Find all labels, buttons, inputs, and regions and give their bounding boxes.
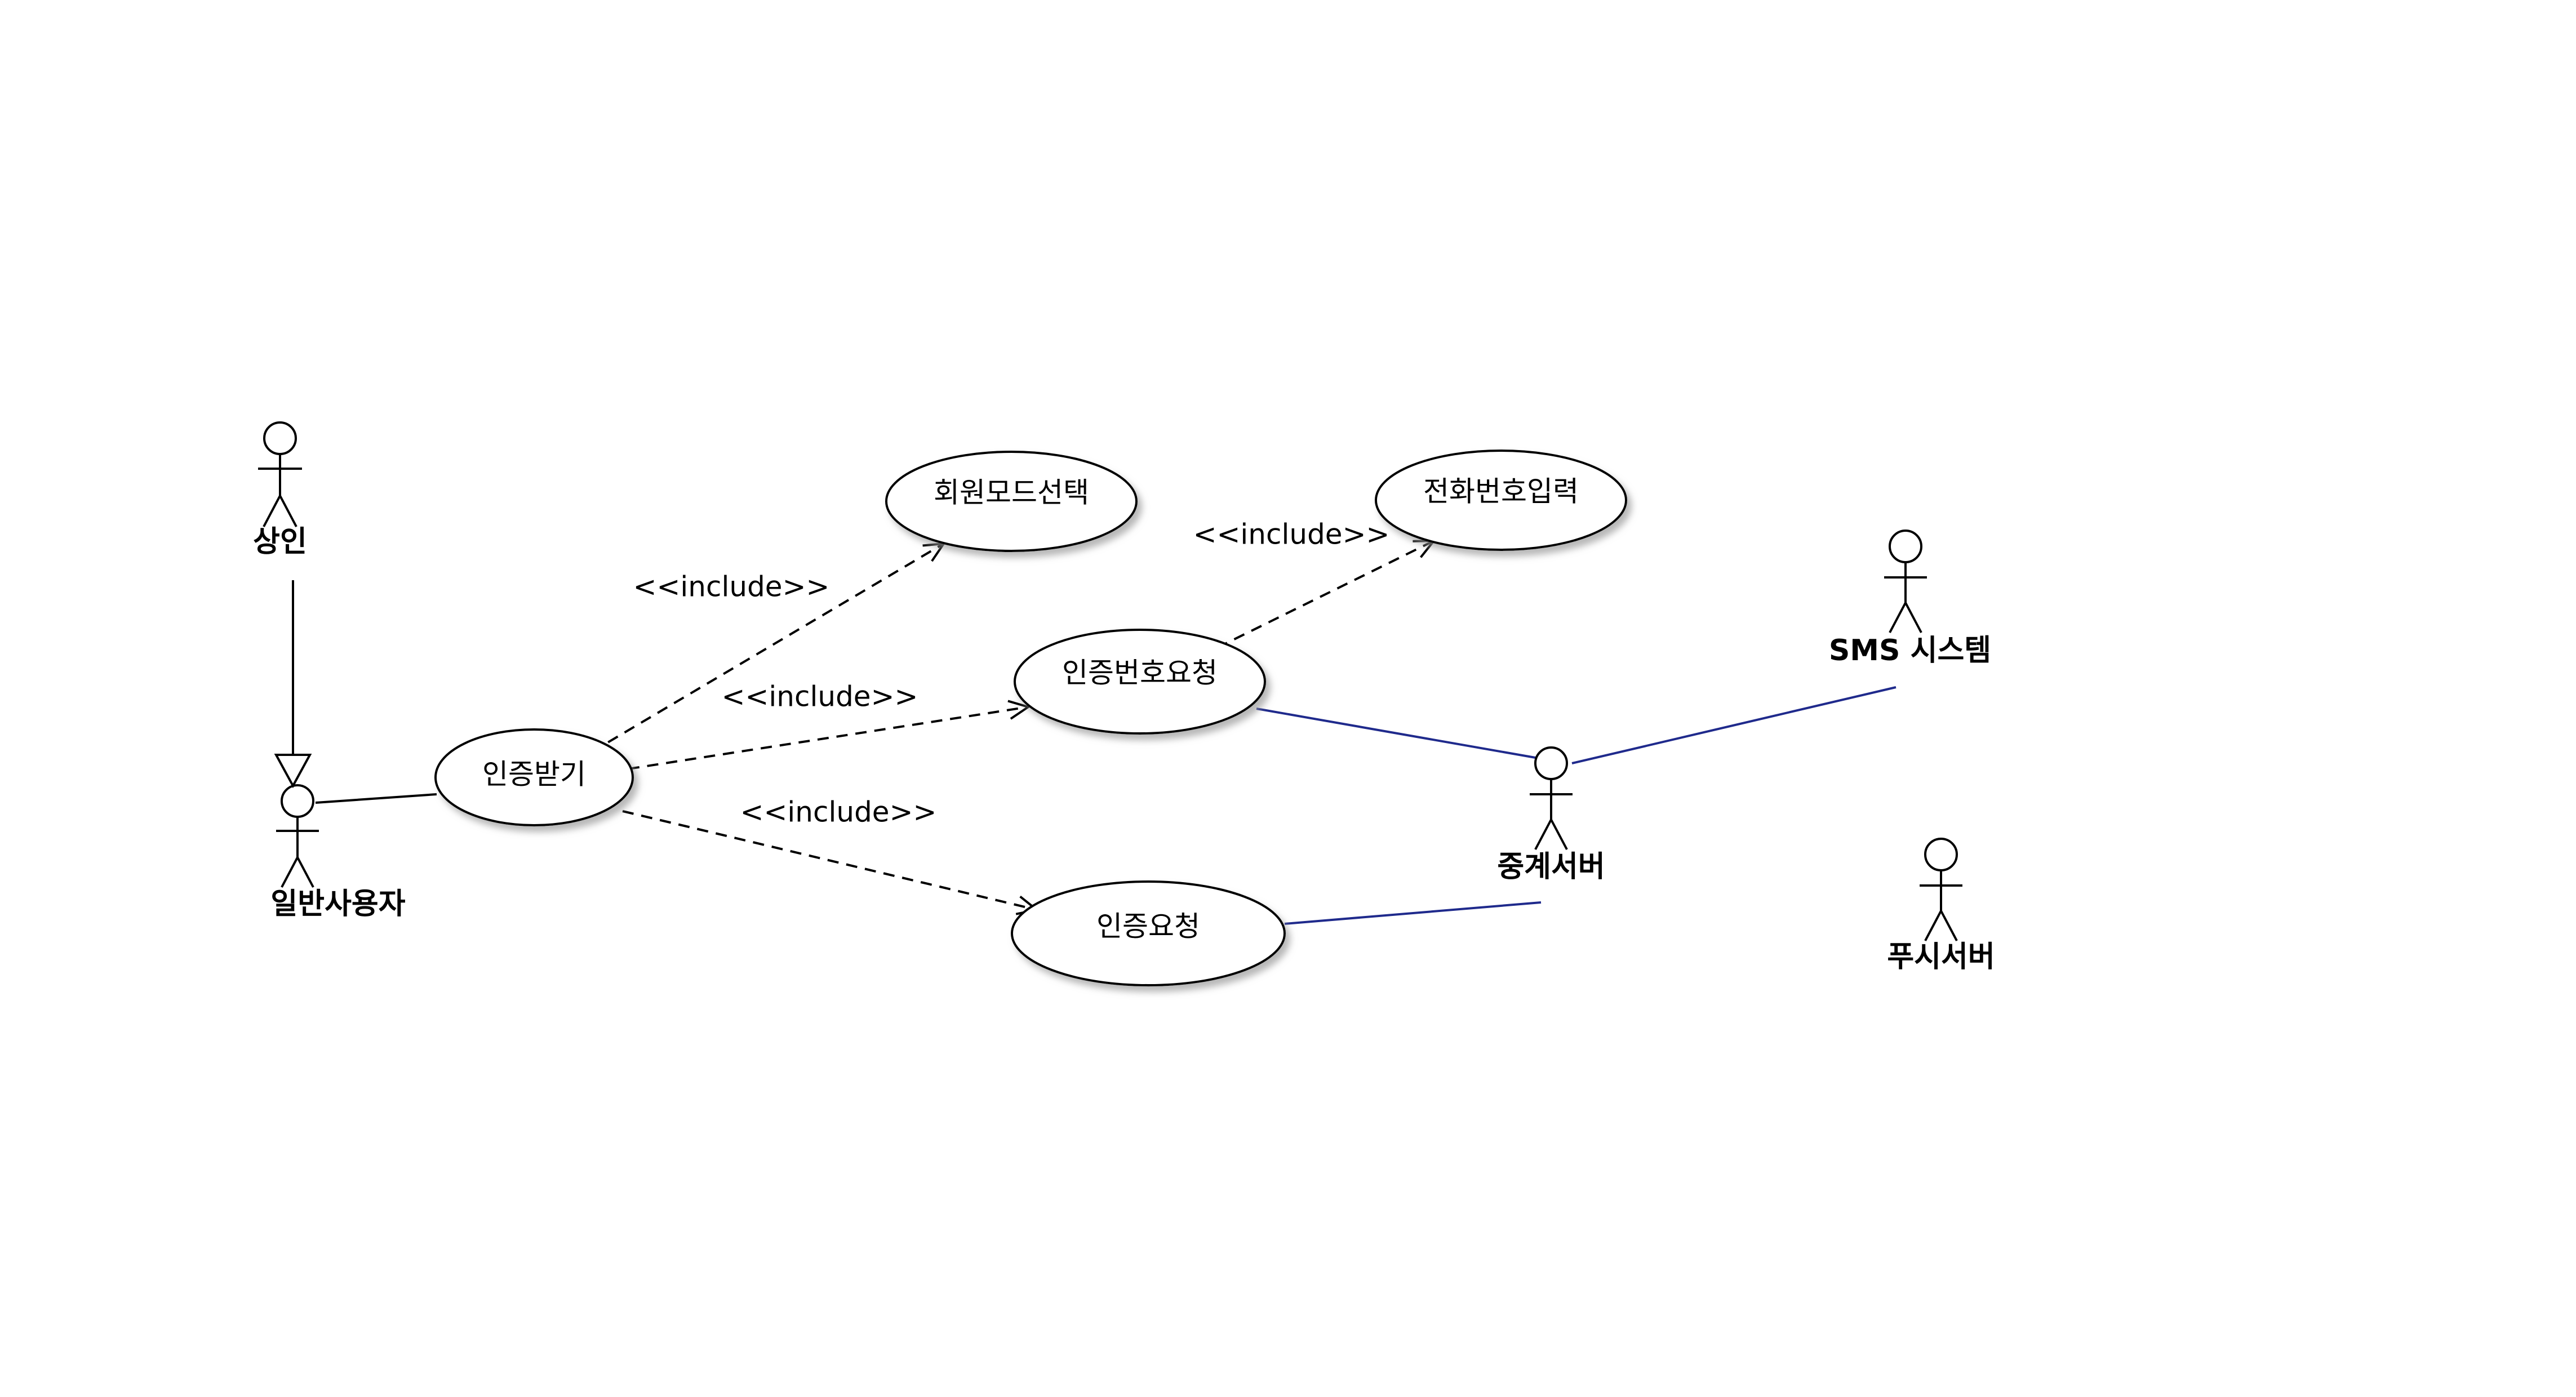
use-case-label: 인증요청 <box>1096 910 1200 943</box>
stick-figure-icon <box>258 421 302 527</box>
actor-label: 상인 <box>253 525 307 559</box>
include-label-auth-number-request: <<include>> <box>722 680 918 713</box>
include-to-auth-request <box>622 810 1037 910</box>
actor-relay-server[interactable]: 중계서버 <box>1497 746 1605 884</box>
actor-label: 푸시서버 <box>1887 940 1995 974</box>
use-case-member-mode-select[interactable]: 회원모드선택 <box>885 451 1138 552</box>
actor-label: 일반사용자 <box>270 887 405 921</box>
actor-push-server[interactable]: 푸시서버 <box>1887 838 1995 974</box>
stick-figure-icon <box>1884 530 1927 633</box>
association-user-authenticate <box>315 793 437 804</box>
use-case-authenticate[interactable]: 인증받기 <box>434 728 634 826</box>
include-to-member-mode <box>590 544 944 753</box>
association-auth-request-relay <box>1284 901 1542 925</box>
use-case-label: 인증받기 <box>482 758 586 791</box>
include-to-phone-input <box>1216 541 1434 649</box>
use-case-auth-number-request[interactable]: 인증번호요청 <box>1014 629 1266 735</box>
generalization-arrow <box>274 580 312 789</box>
use-case-label: 인증번호요청 <box>1062 657 1218 689</box>
stick-figure-icon <box>1920 838 1962 941</box>
actor-sms-system[interactable]: SMS 시스템 <box>1829 530 1991 668</box>
use-case-label: 회원모드선택 <box>934 477 1089 509</box>
use-case-label: 전화번호입력 <box>1423 475 1579 508</box>
actor-label: SMS 시스템 <box>1829 634 1991 668</box>
include-label-phone-input: <<include>> <box>1193 518 1390 551</box>
stick-figure-icon <box>1530 746 1573 850</box>
use-case-phone-input[interactable]: 전화번호입력 <box>1375 450 1627 551</box>
actor-general-user[interactable]: 일반사용자 <box>270 784 406 921</box>
include-to-auth-number-request <box>628 707 1028 770</box>
actor-label: 중계서버 <box>1497 850 1605 884</box>
stick-figure-icon <box>276 784 319 888</box>
include-label-auth-request: <<include>> <box>740 796 937 829</box>
association-relay-sms <box>1571 686 1897 764</box>
use-case-auth-request[interactable]: 인증요청 <box>1011 880 1286 986</box>
include-label-member-mode: <<include>> <box>633 571 830 603</box>
association-auth-number-relay <box>1256 708 1536 759</box>
actor-merchant[interactable]: 상인 <box>253 421 307 559</box>
